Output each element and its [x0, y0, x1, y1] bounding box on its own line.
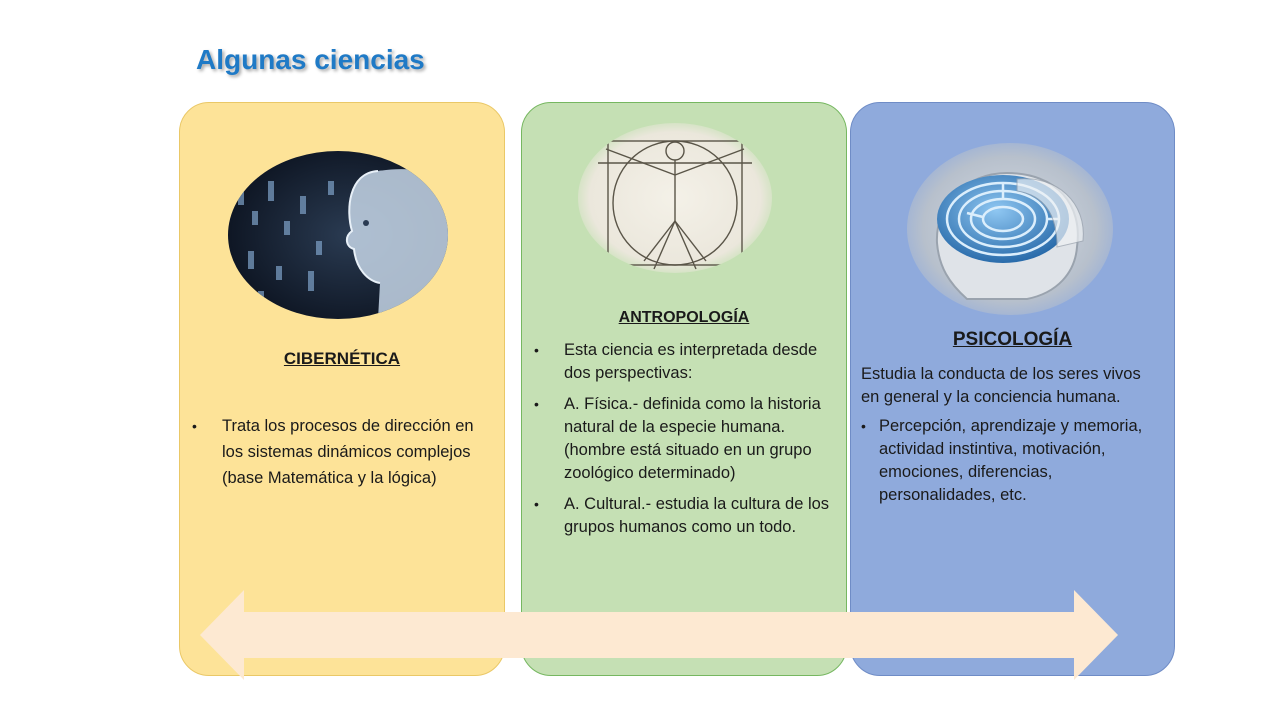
double-arrow-icon	[200, 590, 1118, 680]
card-paragraph: Estudia la conducta de los seres vivos e…	[861, 365, 1141, 406]
bullet-item: A. Física.- definida como la historia na…	[534, 393, 834, 485]
vitruvian-man-image	[578, 123, 772, 273]
cyber-head-image	[228, 151, 448, 319]
card-text: Estudia la conducta de los seres vivos e…	[861, 363, 1161, 515]
card-heading: PSICOLOGÍA	[952, 329, 1073, 350]
bullet-item: Esta ciencia es interpretada desde dos p…	[534, 339, 834, 385]
card-text: Trata los procesos de dirección en los s…	[192, 413, 488, 499]
bullet-item: Percepción, aprendizaje y memoria, activ…	[861, 415, 1161, 507]
card-heading: CIBERNÉTICA	[283, 349, 401, 368]
card-psicologia: PSICOLOGÍA Estudia la conducta de los se…	[850, 102, 1175, 676]
bullet-item: A. Cultural.- estudia la cultura de los …	[534, 493, 834, 539]
maze-brain-image	[907, 143, 1113, 315]
card-heading: ANTROPOLOGÍA	[618, 309, 750, 326]
card-text: Esta ciencia es interpretada desde dos p…	[534, 339, 834, 547]
bullet-item: Trata los procesos de dirección en los s…	[192, 413, 488, 491]
card-antropologia: ANTROPOLOGÍA Esta ciencia es interpretad…	[521, 102, 847, 676]
slide-title: Algunas ciencias	[196, 44, 425, 75]
card-cibernetica: CIBERNÉTICA Trata los procesos de direcc…	[179, 102, 505, 676]
